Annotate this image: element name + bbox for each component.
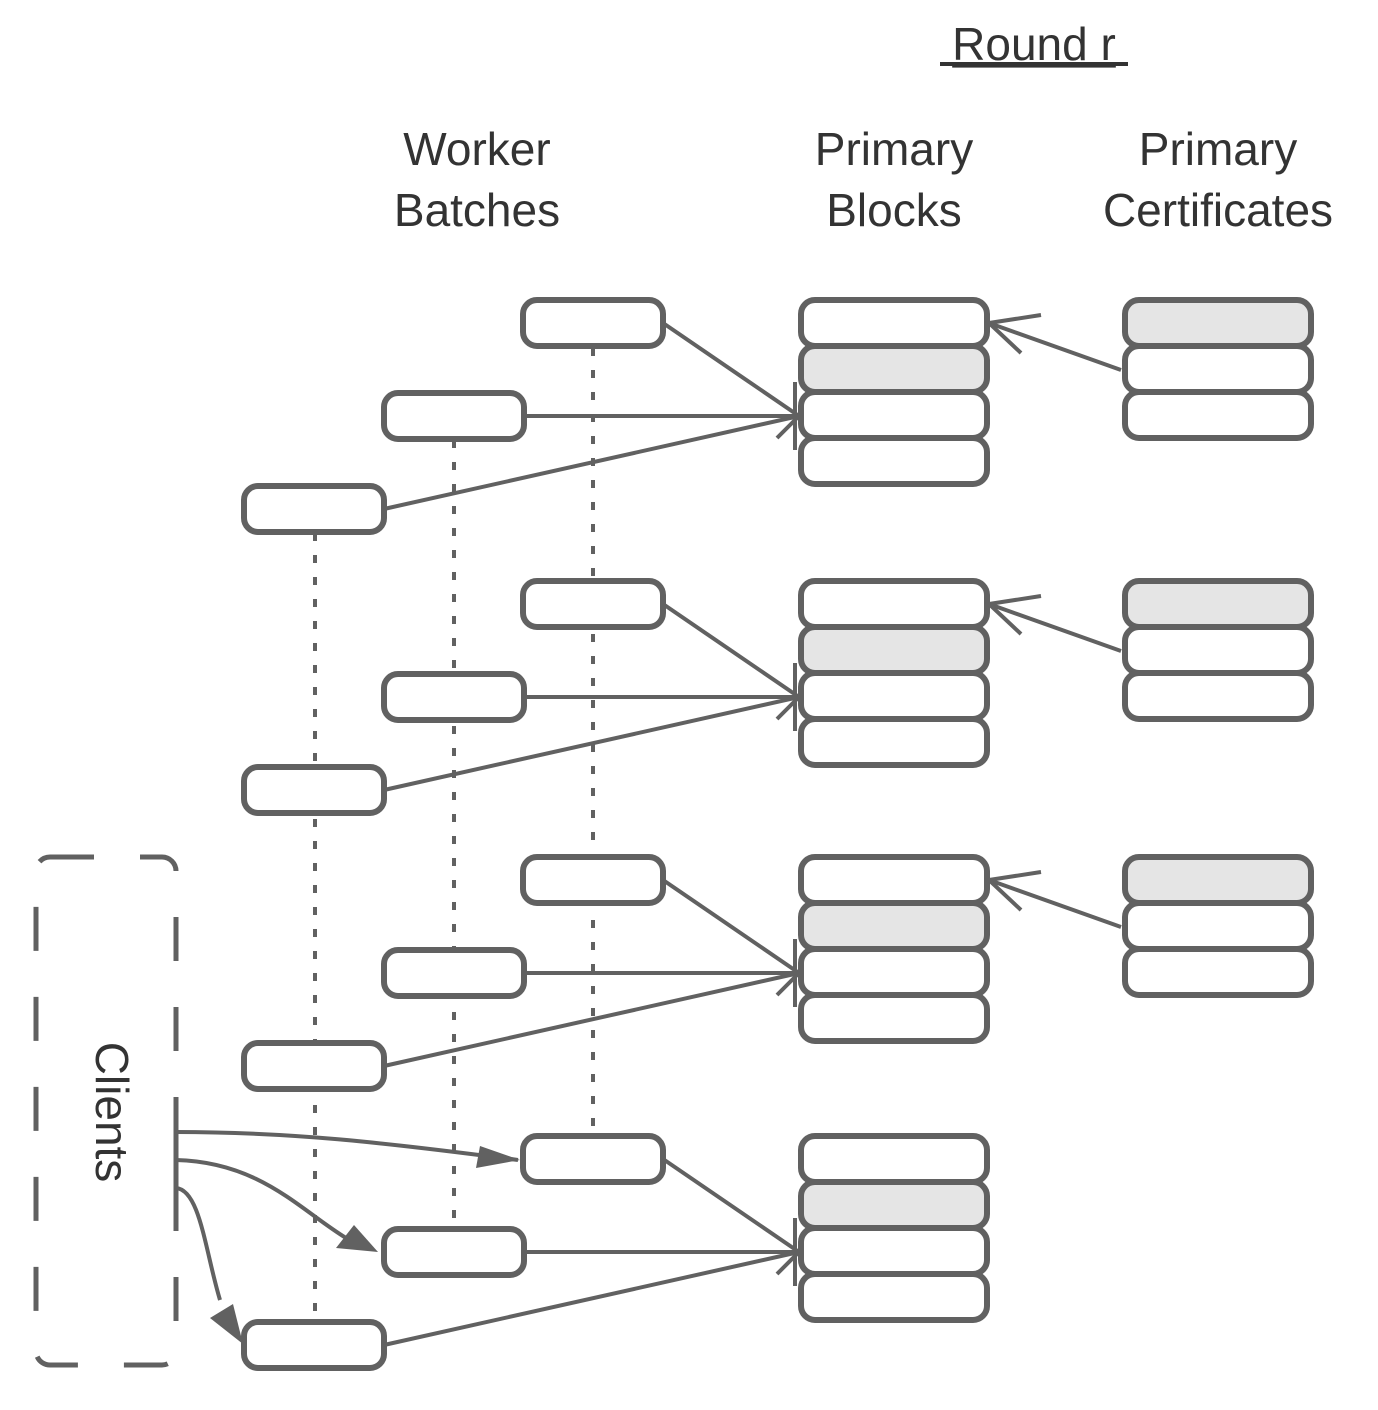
round-group-4 xyxy=(241,1133,990,1371)
batch-to-block-edge xyxy=(661,602,801,699)
primary-block-row xyxy=(798,1271,990,1323)
primary-certificate-row xyxy=(1122,343,1314,395)
primary-blocks-heading-line1: Primary xyxy=(815,123,973,175)
primary-blocks-heading-line2: Blocks xyxy=(826,184,961,236)
batch-to-block-edge xyxy=(383,971,800,1068)
primary-certificate-row xyxy=(1122,578,1314,630)
worker-batch xyxy=(520,297,666,349)
worker-batch xyxy=(520,854,666,906)
batch-to-block-edge xyxy=(383,695,800,792)
worker-batch xyxy=(241,483,387,535)
primary-certificates-heading-line1: Primary xyxy=(1139,123,1297,175)
primary-block-row xyxy=(798,670,990,722)
primary-block-row xyxy=(798,900,990,952)
primary-block-row xyxy=(798,992,990,1044)
worker-batch xyxy=(381,671,527,723)
worker-batch xyxy=(381,390,527,442)
batch-to-block-edge xyxy=(383,1250,800,1347)
primary-block-row xyxy=(798,1225,990,1277)
clients-label: Clients xyxy=(86,1042,138,1183)
primary-certificates-heading-line2: Certificates xyxy=(1103,184,1333,236)
many-marker-tick xyxy=(775,695,801,721)
primary-block-row xyxy=(798,435,990,487)
client-arrow-to-worker-2 xyxy=(175,1158,348,1240)
round-group-2 xyxy=(241,578,1314,816)
many-marker-tick xyxy=(775,1250,801,1276)
primary-block-row xyxy=(798,624,990,676)
worker-batch xyxy=(381,947,527,999)
primary-block-row xyxy=(798,854,990,906)
open-arrowhead xyxy=(984,594,1042,636)
clients-box xyxy=(33,854,179,1368)
primary-certificate-row xyxy=(1122,854,1314,906)
cert-to-block-edge xyxy=(988,602,1122,653)
client-arrowhead-2 xyxy=(336,1225,378,1252)
batch-to-block-edge xyxy=(661,321,801,418)
batch-to-block-edge xyxy=(383,414,800,511)
cert-to-block-edge xyxy=(988,878,1122,929)
primary-certificate-row xyxy=(1122,297,1314,349)
client-arrowhead-1 xyxy=(210,1304,243,1344)
open-arrowhead xyxy=(984,313,1042,355)
primary-certificate-row xyxy=(1122,624,1314,676)
primary-block-row xyxy=(798,297,990,349)
primary-block-row xyxy=(798,578,990,630)
primary-block-row xyxy=(798,946,990,998)
primary-block-row xyxy=(798,716,990,768)
worker-batches-heading-line2: Batches xyxy=(394,184,560,236)
primary-certificate-row xyxy=(1122,670,1314,722)
open-arrowhead xyxy=(984,870,1042,912)
round-group-3 xyxy=(241,854,1314,1092)
round-title: Round r xyxy=(952,18,1116,70)
worker-batches-heading-line1: Worker xyxy=(403,123,550,175)
primary-certificate-row xyxy=(1122,946,1314,998)
many-marker-tick xyxy=(775,971,801,997)
worker-batch xyxy=(241,764,387,816)
client-arrowhead-3 xyxy=(476,1146,520,1168)
worker-batch xyxy=(381,1226,527,1278)
worker-batch xyxy=(520,578,666,630)
primary-certificate-row xyxy=(1122,389,1314,441)
batch-to-block-edge xyxy=(661,878,801,975)
worker-batch xyxy=(520,1133,666,1185)
primary-block-row xyxy=(798,389,990,441)
primary-certificate-row xyxy=(1122,900,1314,952)
round-group-1 xyxy=(241,297,1314,535)
round-groups xyxy=(241,297,1314,1371)
many-marker-tick xyxy=(775,414,801,440)
primary-block-row xyxy=(798,1133,990,1185)
batch-to-block-edge xyxy=(661,1157,801,1254)
worker-batch xyxy=(241,1319,387,1371)
worker-batch xyxy=(241,1040,387,1092)
primary-block-row xyxy=(798,343,990,395)
client-arrow-to-worker-1 xyxy=(175,1186,222,1301)
client-arrow-to-worker-3 xyxy=(175,1130,519,1162)
primary-block-row xyxy=(798,1179,990,1231)
cert-to-block-edge xyxy=(988,321,1122,372)
